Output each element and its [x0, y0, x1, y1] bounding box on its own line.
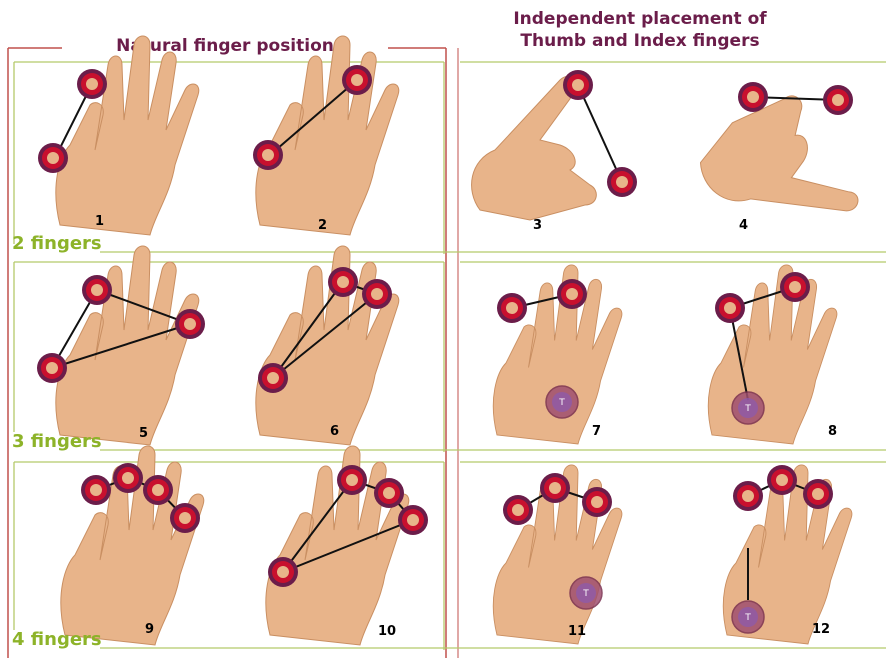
panel-9 [61, 446, 204, 645]
panel-6 [256, 246, 399, 445]
thumb-marker-label: T [582, 589, 589, 599]
panel-number-5: 5 [139, 426, 148, 441]
panel-number-11: 11 [568, 624, 586, 639]
panel-number-4: 4 [739, 218, 748, 233]
panel-7 [493, 265, 622, 444]
row-label-3-fingers: 3 fingers [12, 432, 102, 452]
panel-3 [472, 70, 637, 220]
panel-5 [37, 246, 205, 445]
thumb-marker-label: T [744, 404, 751, 414]
panel-8 [708, 265, 837, 444]
panel-number-9: 9 [145, 622, 154, 637]
panel-11 [493, 465, 622, 644]
panel-number-7: 7 [592, 424, 601, 439]
panel-4 [688, 80, 876, 270]
thumb-marker-label: T [558, 398, 565, 408]
panel-number-12: 12 [812, 622, 830, 637]
panel-number-1: 1 [95, 214, 104, 229]
panel-number-8: 8 [828, 424, 837, 439]
panel-12 [723, 465, 852, 644]
panel-number-6: 6 [330, 424, 339, 439]
panel-1 [38, 36, 199, 235]
panel-number-10: 10 [378, 624, 396, 639]
row-label-4-fingers: 4 fingers [12, 630, 102, 650]
thumb-marker-label: T [744, 613, 751, 623]
row-label-2-fingers: 2 fingers [12, 234, 102, 254]
panel-10 [266, 446, 428, 645]
panel-number-3: 3 [533, 218, 542, 233]
panel-number-2: 2 [318, 218, 327, 233]
panel-2 [253, 36, 399, 235]
